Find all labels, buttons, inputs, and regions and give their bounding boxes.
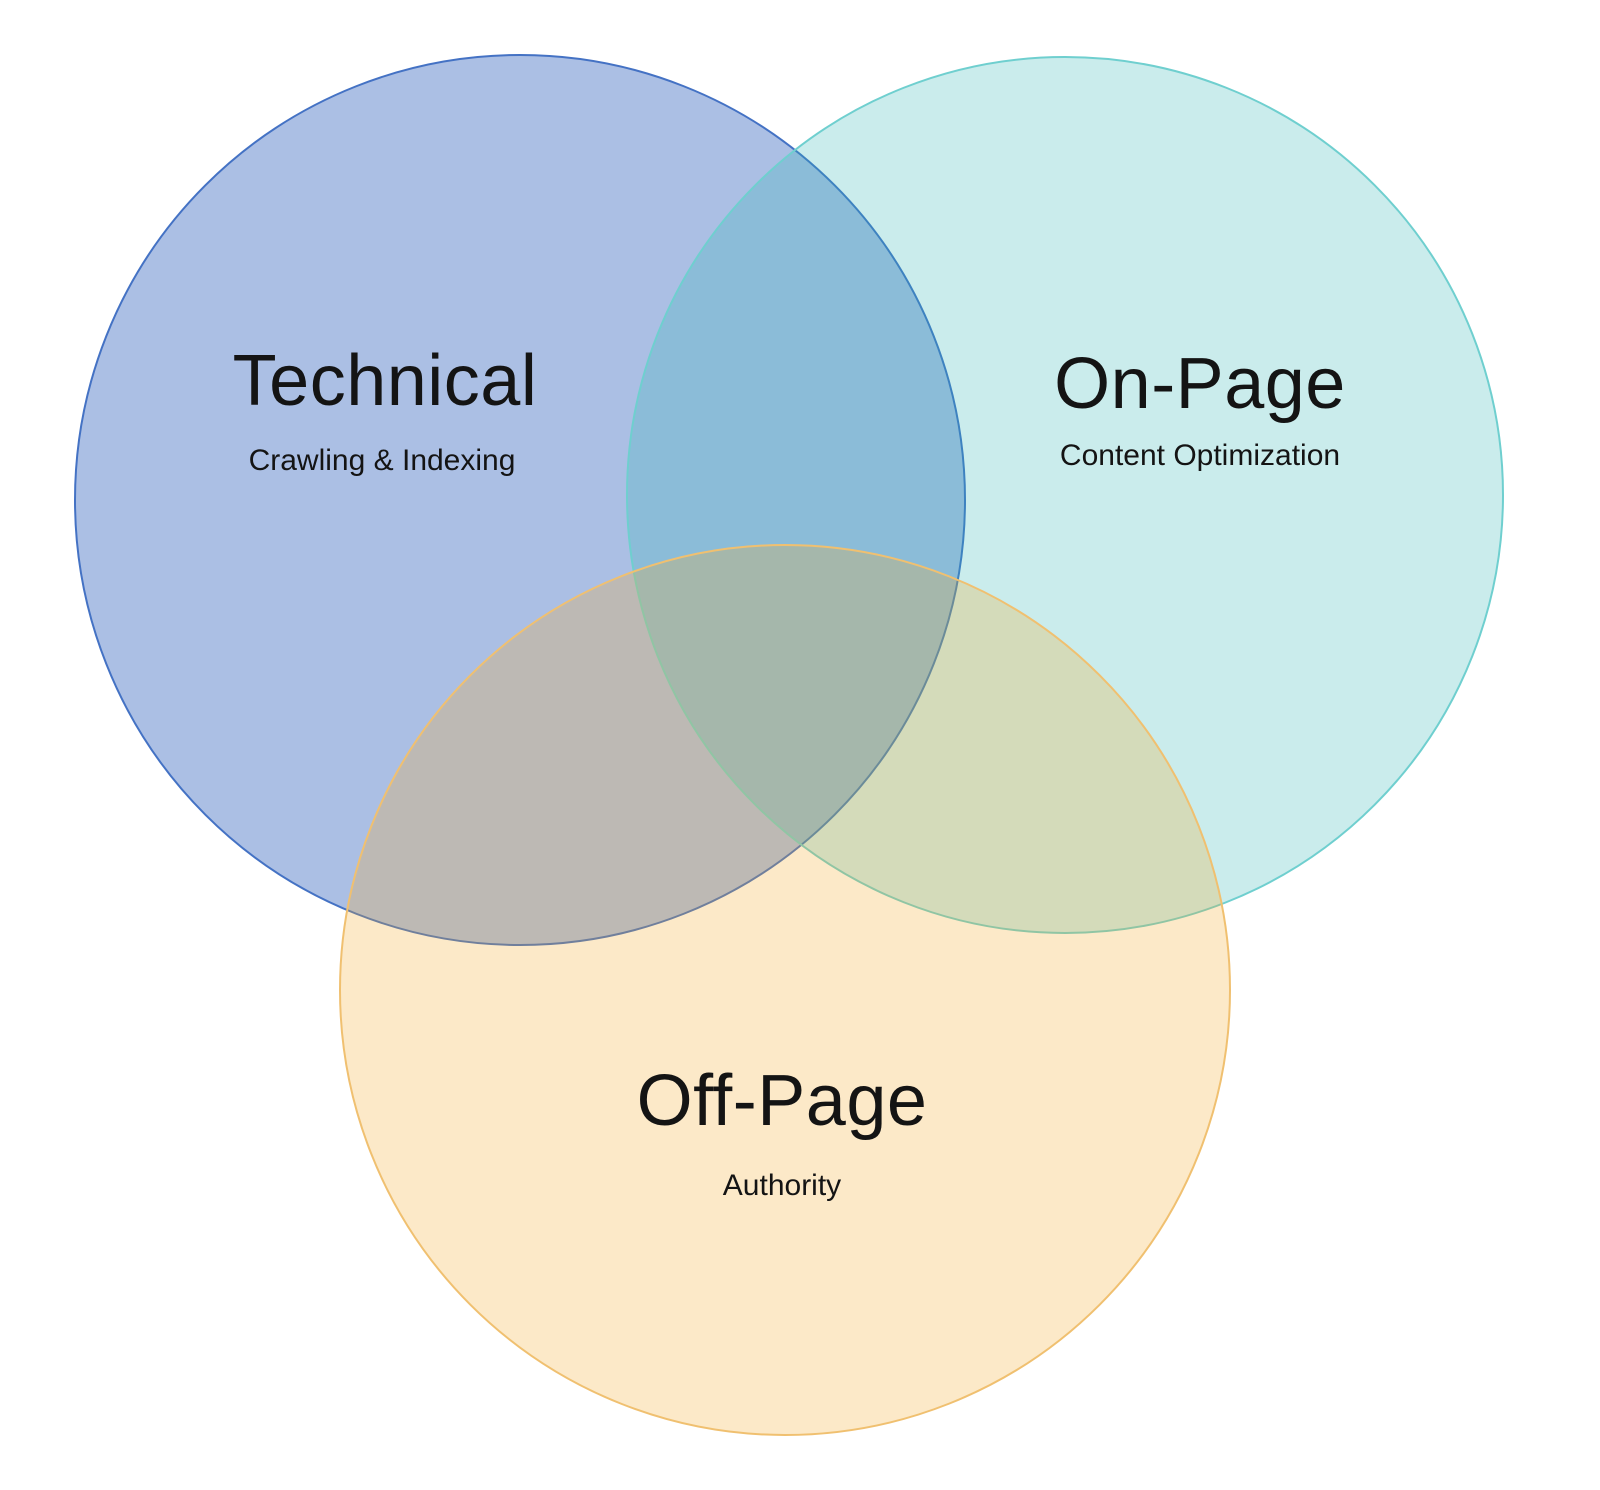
off-page-circle [339, 544, 1231, 1436]
off-page-label: Off-Page [637, 1061, 928, 1141]
off-page-sublabel: Authority [723, 1169, 841, 1202]
technical-label: Technical [233, 341, 538, 421]
technical-circle [74, 54, 966, 946]
on-page-sublabel: Content Optimization [1060, 439, 1340, 472]
on-page-label: On-Page [1054, 344, 1346, 424]
technical-sublabel: Crawling & Indexing [249, 444, 516, 477]
on-page-circle [626, 56, 1504, 934]
